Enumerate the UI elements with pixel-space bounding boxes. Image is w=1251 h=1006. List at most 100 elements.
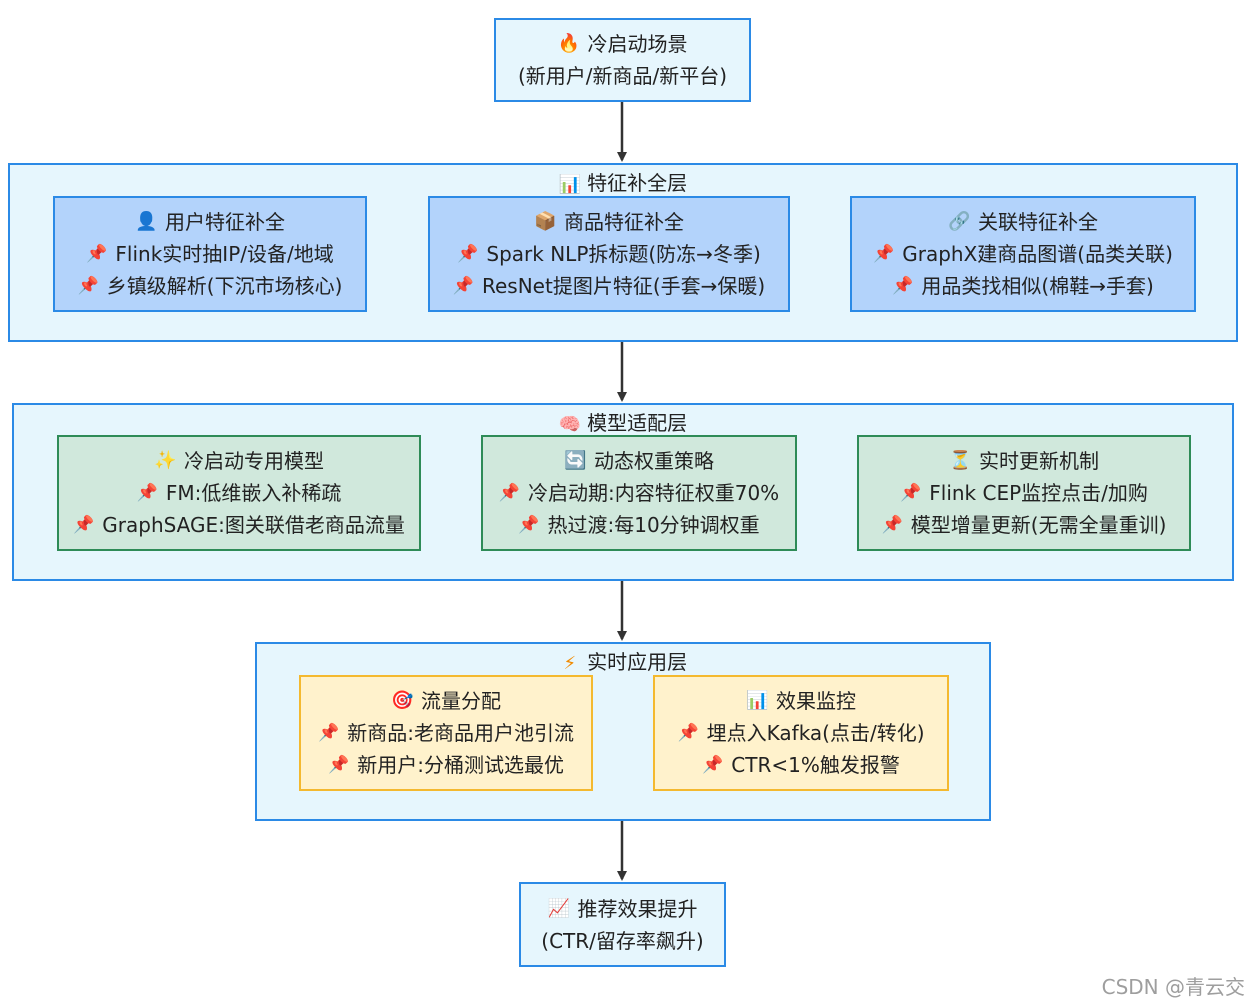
end-node-subtitle: (CTR/留存率飙升)	[541, 928, 704, 953]
fire-icon: 🔥	[557, 33, 580, 54]
card-item-text: Spark NLP拆标题(防冻→冬季)	[486, 242, 761, 266]
pushpin-icon: 📌	[452, 276, 474, 296]
package-icon: 📦	[534, 211, 557, 232]
end-node: 📈 推荐效果提升 (CTR/留存率飙升)	[519, 882, 726, 967]
realtime-update-card: ⏳ 实时更新机制 📌 Flink CEP监控点击/加购 📌 模型增量更新(无需全…	[857, 435, 1191, 551]
pushpin-icon: 📌	[318, 723, 340, 743]
sparkle-icon: ✨	[154, 450, 177, 471]
feature-layer-title: 特征补全层	[587, 171, 688, 195]
bar-chart-icon: 📊	[746, 690, 769, 711]
card-title-row: 👤 用户特征补全	[135, 206, 285, 238]
lightning-icon: ⚡	[563, 653, 577, 674]
card-item: 📌 GraphSAGE:图关联借老商品流量	[73, 509, 405, 541]
card-item-text: 热过渡:每10分钟调权重	[547, 513, 760, 537]
brain-icon: 🧠	[558, 414, 582, 435]
card-title-row: ✨ 冷启动专用模型	[154, 445, 324, 477]
card-item-text: GraphSAGE:图关联借老商品流量	[102, 513, 405, 537]
pushpin-icon: 📌	[77, 276, 99, 296]
card-item-text: ResNet提图片特征(手套→保暖)	[481, 274, 766, 298]
card-item: 📌 Flink实时抽IP/设备/地域	[86, 238, 333, 270]
feature-completion-layer: 📊 特征补全层 👤 用户特征补全 📌 Flink实时抽IP/设备/地域 📌 乡镇…	[8, 163, 1238, 342]
card-item: 📌 GraphX建商品图谱(品类关联)	[873, 238, 1173, 270]
card-item-text: 新用户:分桶测试选最优	[357, 753, 564, 777]
pushpin-icon: 📌	[873, 244, 895, 264]
card-item-text: FM:低维嵌入补稀疏	[165, 481, 342, 505]
card-item: 📌 模型增量更新(无需全量重训)	[882, 509, 1167, 541]
card-item-text: CTR<1%触发报警	[731, 753, 900, 777]
model-layer-title: 模型适配层	[587, 411, 688, 435]
model-adaptation-layer: 🧠 模型适配层 ✨ 冷启动专用模型 📌 FM:低维嵌入补稀疏 📌 GraphSA…	[12, 403, 1234, 581]
card-title: 效果监控	[776, 689, 856, 713]
hourglass-icon: ⏳	[949, 450, 972, 471]
traffic-allocation-card: 🎯 流量分配 📌 新商品:老商品用户池引流 📌 新用户:分桶测试选最优	[299, 675, 593, 791]
card-item-text: GraphX建商品图谱(品类关联)	[902, 242, 1173, 266]
card-item: 📌 CTR<1%触发报警	[702, 749, 900, 781]
app-layer-title-row: ⚡ 实时应用层	[257, 648, 989, 678]
card-title: 冷启动专用模型	[184, 449, 324, 473]
card-title: 关联特征补全	[978, 210, 1098, 234]
pushpin-icon: 📌	[900, 483, 922, 503]
card-item: 📌 FM:低维嵌入补稀疏	[137, 477, 342, 509]
card-title-row: 🔄 动态权重策略	[564, 445, 714, 477]
end-node-title: 推荐效果提升	[577, 896, 698, 921]
card-title: 动态权重策略	[594, 449, 714, 473]
user-icon: 👤	[135, 211, 158, 232]
start-node: 🔥 冷启动场景 (新用户/新商品/新平台)	[494, 18, 751, 102]
pushpin-icon: 📌	[73, 515, 95, 535]
pushpin-icon: 📌	[881, 515, 903, 535]
pushpin-icon: 📌	[136, 483, 158, 503]
card-item: 📌 ResNet提图片特征(手套→保暖)	[453, 270, 765, 302]
pushpin-icon: 📌	[86, 244, 108, 264]
card-item: 📌 热过渡:每10分钟调权重	[518, 509, 759, 541]
card-item-text: 新商品:老商品用户池引流	[347, 721, 574, 745]
refresh-icon: 🔄	[564, 450, 587, 471]
feature-layer-title-row: 📊 特征补全层	[10, 169, 1236, 199]
card-title: 流量分配	[421, 689, 501, 713]
pushpin-icon: 📌	[457, 244, 479, 264]
card-item-text: 模型增量更新(无需全量重训)	[910, 513, 1167, 537]
card-title-row: ⏳ 实时更新机制	[949, 445, 1099, 477]
card-item: 📌 Spark NLP拆标题(防冻→冬季)	[457, 238, 761, 270]
trending-up-icon: 📈	[547, 897, 570, 919]
card-item-text: 埋点入Kafka(点击/转化)	[706, 721, 925, 745]
user-feature-card: 👤 用户特征补全 📌 Flink实时抽IP/设备/地域 📌 乡镇级解析(下沉市场…	[53, 196, 367, 312]
dynamic-weight-card: 🔄 动态权重策略 📌 冷启动期:内容特征权重70% 📌 热过渡:每10分钟调权重	[481, 435, 797, 551]
pushpin-icon: 📌	[677, 723, 699, 743]
app-layer-title: 实时应用层	[587, 650, 688, 674]
card-item-text: Flink CEP监控点击/加购	[929, 481, 1148, 505]
card-item-text: 用品类找相似(棉鞋→手套)	[921, 274, 1154, 298]
relation-feature-card: 🔗 关联特征补全 📌 GraphX建商品图谱(品类关联) 📌 用品类找相似(棉鞋…	[850, 196, 1196, 312]
model-layer-title-row: 🧠 模型适配层	[14, 409, 1232, 439]
card-item: 📌 乡镇级解析(下沉市场核心)	[78, 270, 343, 302]
watermark: CSDN @青云交	[1101, 975, 1245, 999]
card-title-row: 🎯 流量分配	[391, 685, 501, 717]
effect-monitoring-card: 📊 效果监控 📌 埋点入Kafka(点击/转化) 📌 CTR<1%触发报警	[653, 675, 949, 791]
card-item: 📌 埋点入Kafka(点击/转化)	[677, 717, 924, 749]
realtime-application-layer: ⚡ 实时应用层 🎯 流量分配 📌 新商品:老商品用户池引流 📌 新用户:分桶测试…	[255, 642, 991, 821]
card-item-text: Flink实时抽IP/设备/地域	[115, 242, 334, 266]
card-item: 📌 新用户:分桶测试选最优	[328, 749, 564, 781]
card-item: 📌 冷启动期:内容特征权重70%	[499, 477, 779, 509]
start-node-subtitle: (新用户/新商品/新平台)	[517, 64, 728, 88]
pushpin-icon: 📌	[702, 755, 724, 775]
cold-start-model-card: ✨ 冷启动专用模型 📌 FM:低维嵌入补稀疏 📌 GraphSAGE:图关联借老…	[57, 435, 421, 551]
target-icon: 🎯	[391, 690, 414, 711]
card-title: 用户特征补全	[165, 210, 285, 234]
pushpin-icon: 📌	[518, 515, 540, 535]
pushpin-icon: 📌	[892, 276, 914, 296]
card-item: 📌 Flink CEP监控点击/加购	[900, 477, 1148, 509]
pushpin-icon: 📌	[328, 755, 350, 775]
card-title: 商品特征补全	[564, 210, 684, 234]
card-title-row: 🔗 关联特征补全	[948, 206, 1098, 238]
start-node-title: 冷启动场景	[587, 32, 688, 56]
card-title-row: 📊 效果监控	[746, 685, 856, 717]
card-item: 📌 用品类找相似(棉鞋→手套)	[892, 270, 1154, 302]
product-feature-card: 📦 商品特征补全 📌 Spark NLP拆标题(防冻→冬季) 📌 ResNet提…	[428, 196, 790, 312]
link-icon: 🔗	[948, 211, 971, 232]
bar-chart-icon: 📊	[558, 174, 582, 195]
card-title-row: 📦 商品特征补全	[534, 206, 684, 238]
card-title: 实时更新机制	[979, 449, 1099, 473]
card-item: 📌 新商品:老商品用户池引流	[318, 717, 574, 749]
end-node-title-row: 📈 推荐效果提升	[548, 893, 698, 925]
